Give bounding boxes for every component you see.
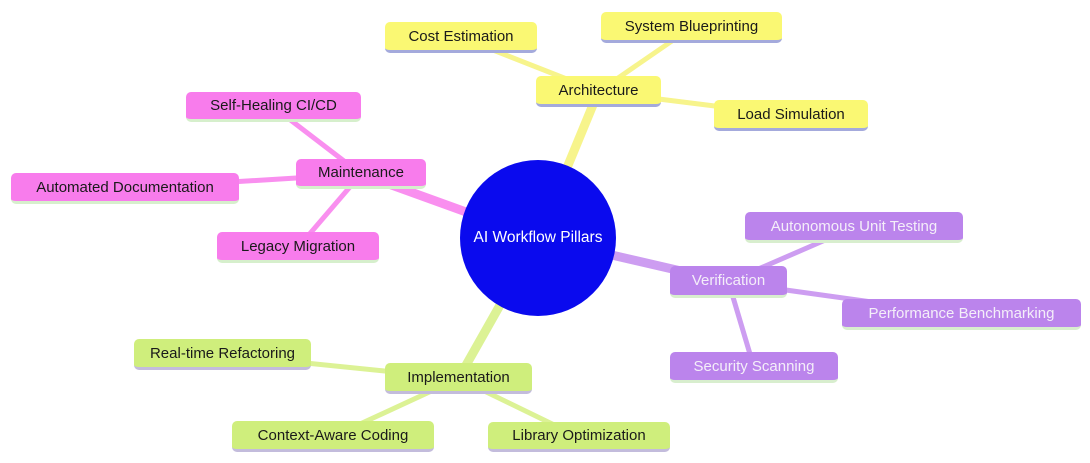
node-architecture: Architecture [536,76,661,107]
node-library-optimization: Library Optimization [488,422,670,452]
node-label: Load Simulation [737,105,845,123]
node-context-aware-coding: Context-Aware Coding [232,421,434,452]
node-load-simulation: Load Simulation [714,100,868,131]
node-implementation: Implementation [385,363,532,394]
node-label: Security Scanning [693,357,815,375]
root-label: AI Workflow Pillars [473,229,603,246]
node-automated-documentation: Automated Documentation [11,173,239,204]
node-performance-benchmarking: Performance Benchmarking [842,299,1081,330]
node-label: Context-Aware Coding [257,426,409,444]
node-label: Self-Healing CI/CD [210,97,337,114]
node-label: System Blueprinting [624,17,759,35]
node-label: Automated Documentation [36,178,214,196]
node-label: Legacy Migration [240,237,356,255]
node-label: Performance Benchmarking [868,304,1055,322]
node-root: AI Workflow Pillars [460,160,616,316]
node-label: Architecture [558,81,639,99]
node-label: Library Optimization [512,427,646,444]
node-label: Implementation [407,368,510,386]
node-label: Maintenance [318,164,404,181]
node-self-healing-cicd: Self-Healing CI/CD [186,92,361,122]
node-cost-estimation: Cost Estimation [385,22,537,53]
node-label: Real-time Refactoring [149,344,296,362]
node-autonomous-unit-testing: Autonomous Unit Testing [745,212,963,243]
node-label: Autonomous Unit Testing [770,217,938,235]
node-maintenance: Maintenance [296,159,426,189]
node-security-scanning: Security Scanning [670,352,838,383]
node-system-blueprinting: System Blueprinting [601,12,782,43]
node-label: Cost Estimation [408,27,514,45]
node-legacy-migration: Legacy Migration [217,232,379,263]
node-real-time-refactoring: Real-time Refactoring [134,339,311,370]
node-verification: Verification [670,266,787,298]
node-label: Verification [691,272,766,289]
